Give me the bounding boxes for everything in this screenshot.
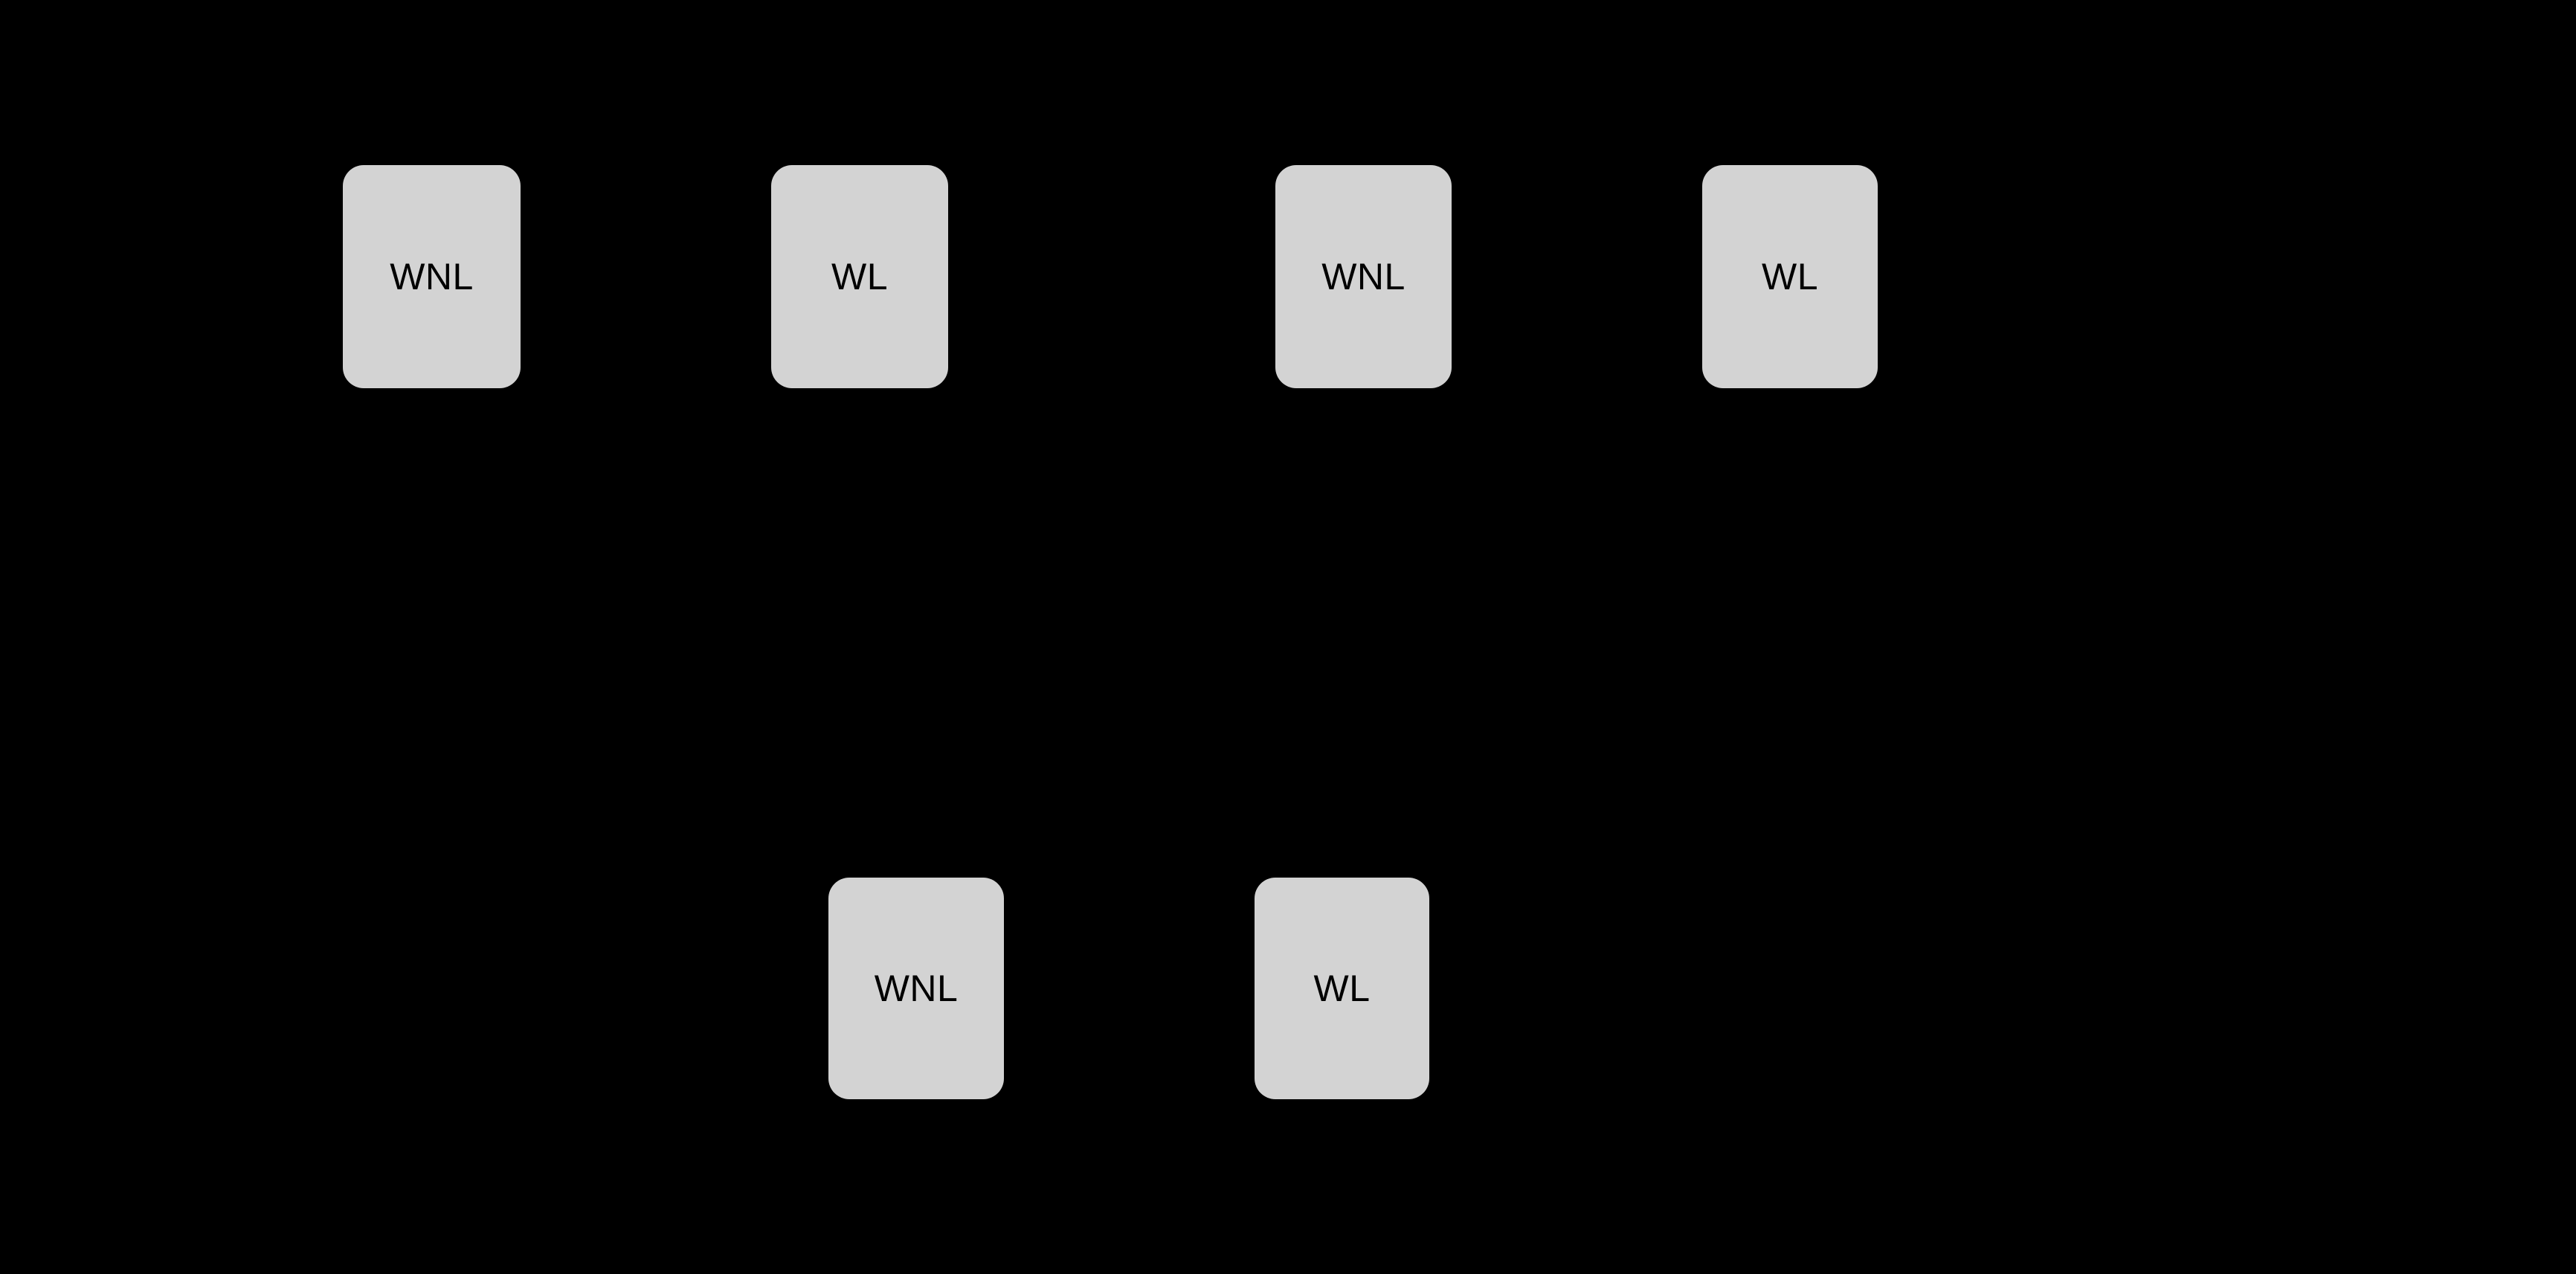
node-wl-1[interactable]: WL xyxy=(771,165,948,388)
node-label: WL xyxy=(1762,256,1818,297)
node-label: WNL xyxy=(874,968,959,1009)
node-wnl-3[interactable]: WNL xyxy=(828,878,1004,1099)
node-wnl-1[interactable]: WNL xyxy=(343,165,521,388)
node-label: WL xyxy=(1313,968,1371,1009)
node-label: WNL xyxy=(1321,256,1405,297)
node-wl-3[interactable]: WL xyxy=(1255,878,1429,1099)
node-wl-2[interactable]: WL xyxy=(1702,165,1878,388)
node-label: WNL xyxy=(390,256,474,297)
node-wnl-2[interactable]: WNL xyxy=(1275,165,1452,388)
node-label: WL xyxy=(831,256,888,297)
